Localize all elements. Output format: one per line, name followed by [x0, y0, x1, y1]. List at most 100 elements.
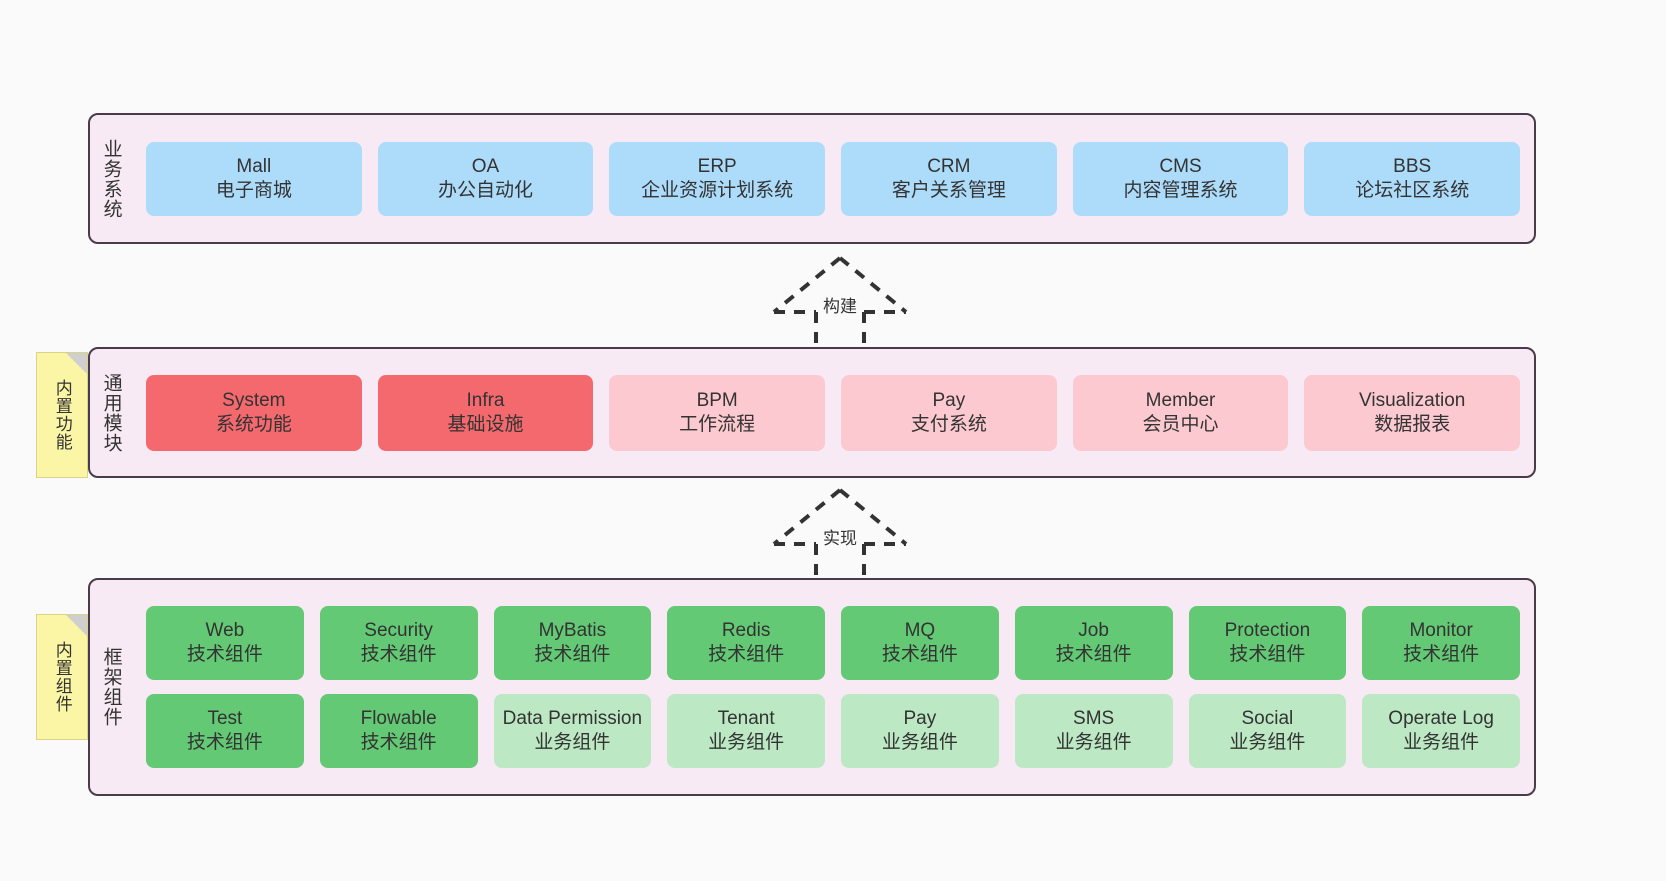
layer-common-module: 通用模块 System 系统功能 Infra 基础设施 BPM 工作流程 Pay: [88, 347, 1536, 478]
box-cms[interactable]: CMS 内容管理系统: [1072, 141, 1289, 216]
box-erp-desc: 企业资源计划系统: [641, 179, 794, 201]
box-mybatis-desc: 技术组件: [534, 644, 611, 665]
box-flowable[interactable]: Flowable 技术组件: [319, 694, 478, 768]
box-bpm-desc: 工作流程: [679, 413, 756, 435]
box-tenant-name: Tenant: [717, 708, 775, 730]
box-pay-module-desc: 支付系统: [910, 413, 987, 435]
box-web-name: Web: [205, 620, 245, 642]
box-erp-name: ERP: [697, 155, 737, 177]
box-erp[interactable]: ERP 企业资源计划系统: [609, 141, 826, 216]
box-security-desc: 技术组件: [360, 644, 437, 665]
box-infra-desc: 基础设施: [447, 413, 524, 435]
connector-build-label: 构建: [820, 292, 860, 317]
box-visualization-desc: 数据报表: [1374, 413, 1451, 435]
common-box-row: System 系统功能 Infra 基础设施 BPM 工作流程 Pay 支付系统…: [146, 374, 1521, 451]
framework-box-grid: Web 技术组件 Security 技术组件 MyBatis 技术组件 Redi…: [146, 606, 1520, 768]
box-redis-name: Redis: [721, 620, 771, 642]
connector-implement-label: 实现: [820, 524, 860, 549]
box-crm-name: CRM: [927, 155, 971, 177]
box-mq-desc: 技术组件: [881, 644, 958, 665]
box-pay-module-name: Pay: [932, 389, 966, 411]
note-builtin-component[interactable]: 内置组件: [36, 614, 88, 740]
box-operate-log-desc: 业务组件: [1403, 732, 1480, 753]
box-system-desc: 系统功能: [215, 413, 292, 435]
box-visualization-name: Visualization: [1359, 389, 1466, 411]
business-box-row: Mall 电子商城 OA 办公自动化 ERP 企业资源计划系统 CRM 客户关系…: [146, 141, 1521, 216]
box-bbs-desc: 论坛社区系统: [1355, 179, 1470, 201]
box-mall-name: Mall: [236, 155, 272, 177]
page-fold-icon: [66, 615, 87, 636]
box-pay-component[interactable]: Pay 业务组件: [841, 694, 999, 768]
box-member-desc: 会员中心: [1142, 413, 1219, 435]
layer-business-system-body: Mall 电子商城 OA 办公自动化 ERP 企业资源计划系统 CRM 客户关系…: [132, 115, 1534, 242]
box-mybatis-name: MyBatis: [538, 620, 607, 642]
layer-framework-component-body: Web 技术组件 Security 技术组件 MyBatis 技术组件 Redi…: [132, 580, 1534, 794]
box-member[interactable]: Member 会员中心: [1072, 374, 1289, 451]
box-system[interactable]: System 系统功能: [146, 374, 362, 451]
connector-build: 构建: [760, 252, 920, 348]
box-test-name: Test: [207, 708, 243, 730]
box-social-name: Social: [1241, 708, 1294, 730]
box-infra-name: Infra: [466, 389, 505, 411]
box-oa-desc: 办公自动化: [438, 179, 534, 201]
box-flowable-desc: 技术组件: [360, 732, 437, 753]
box-mall[interactable]: Mall 电子商城: [146, 141, 362, 216]
box-redis[interactable]: Redis 技术组件: [667, 606, 825, 680]
box-visualization[interactable]: Visualization 数据报表: [1304, 374, 1521, 451]
layer-framework-component-title: 框架组件: [100, 647, 122, 727]
box-pay-module[interactable]: Pay 支付系统: [841, 374, 1057, 451]
note-builtin-function-label: 内置功能: [52, 379, 72, 451]
box-test[interactable]: Test 技术组件: [146, 694, 304, 768]
box-operate-log[interactable]: Operate Log 业务组件: [1362, 694, 1520, 768]
box-tenant-desc: 业务组件: [708, 732, 785, 753]
box-bpm[interactable]: BPM 工作流程: [609, 374, 826, 451]
box-crm-desc: 客户关系管理: [891, 179, 1006, 201]
box-system-name: System: [222, 389, 286, 411]
box-oa[interactable]: OA 办公自动化: [377, 141, 594, 216]
box-test-desc: 技术组件: [186, 732, 263, 753]
box-flowable-name: Flowable: [360, 708, 437, 730]
box-tenant[interactable]: Tenant 业务组件: [667, 694, 825, 768]
box-social-desc: 业务组件: [1229, 732, 1306, 753]
box-mall-desc: 电子商城: [215, 179, 292, 201]
box-bbs[interactable]: BBS 论坛社区系统: [1304, 141, 1521, 216]
layer-business-system: 业务系统 Mall 电子商城 OA 办公自动化 ERP 企业资源计划系统 CRM: [88, 113, 1536, 244]
box-data-permission-name: Data Permission: [502, 708, 643, 730]
box-bpm-name: BPM: [696, 389, 738, 411]
box-social[interactable]: Social 业务组件: [1188, 694, 1347, 768]
box-security[interactable]: Security 技术组件: [319, 606, 478, 680]
box-monitor-name: Monitor: [1409, 620, 1473, 642]
box-mybatis[interactable]: MyBatis 技术组件: [493, 606, 652, 680]
box-sms[interactable]: SMS 业务组件: [1014, 694, 1173, 768]
box-protection[interactable]: Protection 技术组件: [1188, 606, 1347, 680]
box-oa-name: OA: [471, 155, 500, 177]
layer-common-module-title: 通用模块: [100, 372, 122, 453]
framework-box-row-2: Test 技术组件 Flowable 技术组件 Data Permission …: [146, 694, 1520, 768]
box-cms-name: CMS: [1159, 155, 1202, 177]
box-mq[interactable]: MQ 技术组件: [841, 606, 999, 680]
box-data-permission[interactable]: Data Permission 业务组件: [493, 694, 652, 768]
box-web[interactable]: Web 技术组件: [146, 606, 304, 680]
box-sms-name: SMS: [1073, 708, 1115, 730]
box-pay-component-name: Pay: [903, 708, 937, 730]
box-job-name: Job: [1078, 620, 1109, 642]
note-builtin-function[interactable]: 内置功能: [36, 352, 88, 478]
box-monitor[interactable]: Monitor 技术组件: [1362, 606, 1520, 680]
box-web-desc: 技术组件: [186, 644, 263, 665]
box-infra[interactable]: Infra 基础设施: [377, 374, 594, 451]
box-protection-desc: 技术组件: [1229, 644, 1306, 665]
box-operate-log-name: Operate Log: [1388, 708, 1494, 730]
box-sms-desc: 业务组件: [1055, 732, 1132, 753]
box-job[interactable]: Job 技术组件: [1014, 606, 1173, 680]
box-job-desc: 技术组件: [1055, 644, 1132, 665]
layer-framework-component: 框架组件 Web 技术组件 Security 技术组件 MyBatis 技术组件: [88, 578, 1536, 796]
box-mq-name: MQ: [904, 620, 936, 642]
box-crm[interactable]: CRM 客户关系管理: [841, 141, 1057, 216]
box-cms-desc: 内容管理系统: [1123, 179, 1238, 201]
box-monitor-desc: 技术组件: [1403, 644, 1480, 665]
box-security-name: Security: [364, 620, 433, 642]
layer-business-system-title: 业务系统: [100, 138, 122, 219]
box-redis-desc: 技术组件: [708, 644, 785, 665]
box-data-permission-desc: 业务组件: [534, 732, 611, 753]
